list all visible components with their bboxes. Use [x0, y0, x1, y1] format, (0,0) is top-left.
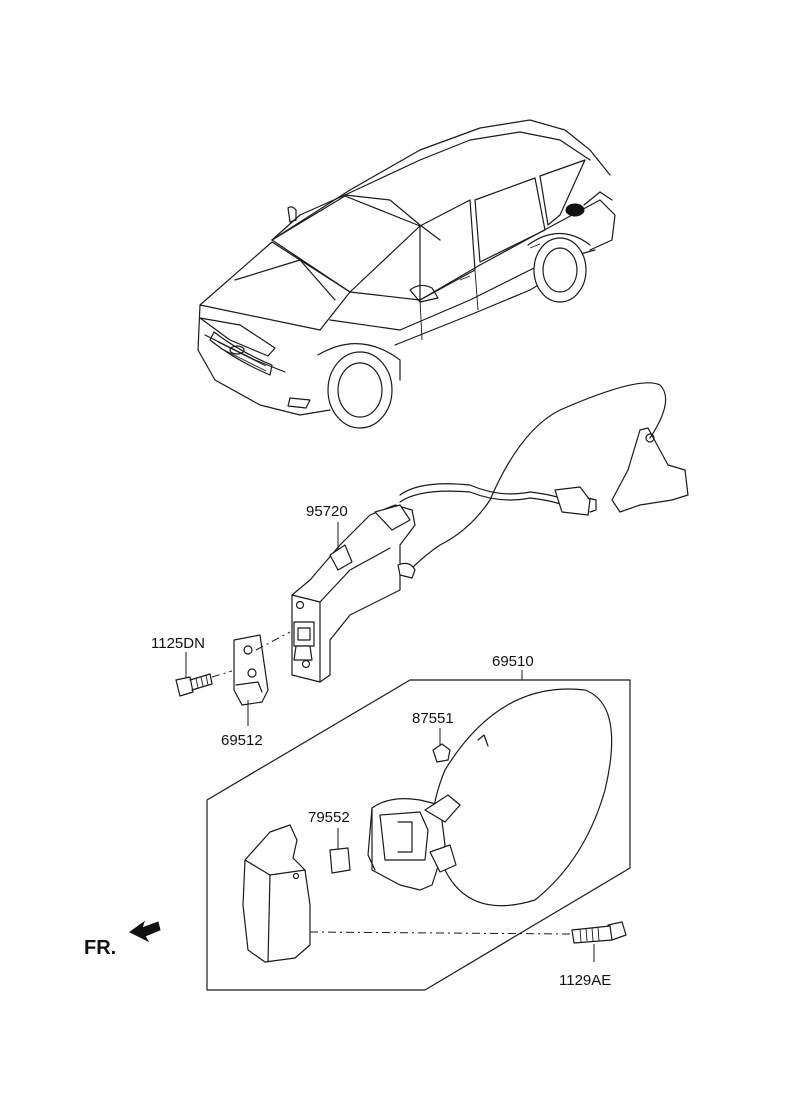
- car-illustration: [197, 119, 616, 429]
- part-label-95720: 95720: [306, 503, 348, 520]
- part-label-1129AE: 1129AE: [559, 972, 611, 989]
- part-label-69510: 69510: [492, 653, 534, 670]
- front-direction-label: FR.: [84, 937, 116, 959]
- bolt-1125DN: [175, 673, 213, 697]
- part-label-1125DN: 1125DN: [151, 635, 205, 652]
- housing-cover: [242, 824, 311, 963]
- fuel-filler-door-69510: [432, 688, 613, 907]
- assembly-line-bolt: [211, 670, 233, 678]
- filler-housing: [367, 794, 461, 891]
- bracket-69512: [233, 634, 269, 706]
- rubber-bumper-87551: [432, 743, 451, 763]
- front-direction-arrow-icon: [129, 920, 161, 943]
- part-label-69512: 69512: [221, 732, 263, 749]
- fuel-door-assembly-group: [206, 679, 631, 991]
- assembly-line-1129AE: [309, 931, 571, 935]
- assembly-line-bracket: [255, 631, 291, 651]
- part-label-87551: 87551: [412, 710, 454, 727]
- part-label-79552: 79552: [308, 809, 350, 826]
- bolt-1129AE: [571, 921, 627, 944]
- actuator-95720: [291, 504, 416, 683]
- fuel-door-cable: [399, 382, 689, 571]
- pad-79552: [329, 847, 351, 874]
